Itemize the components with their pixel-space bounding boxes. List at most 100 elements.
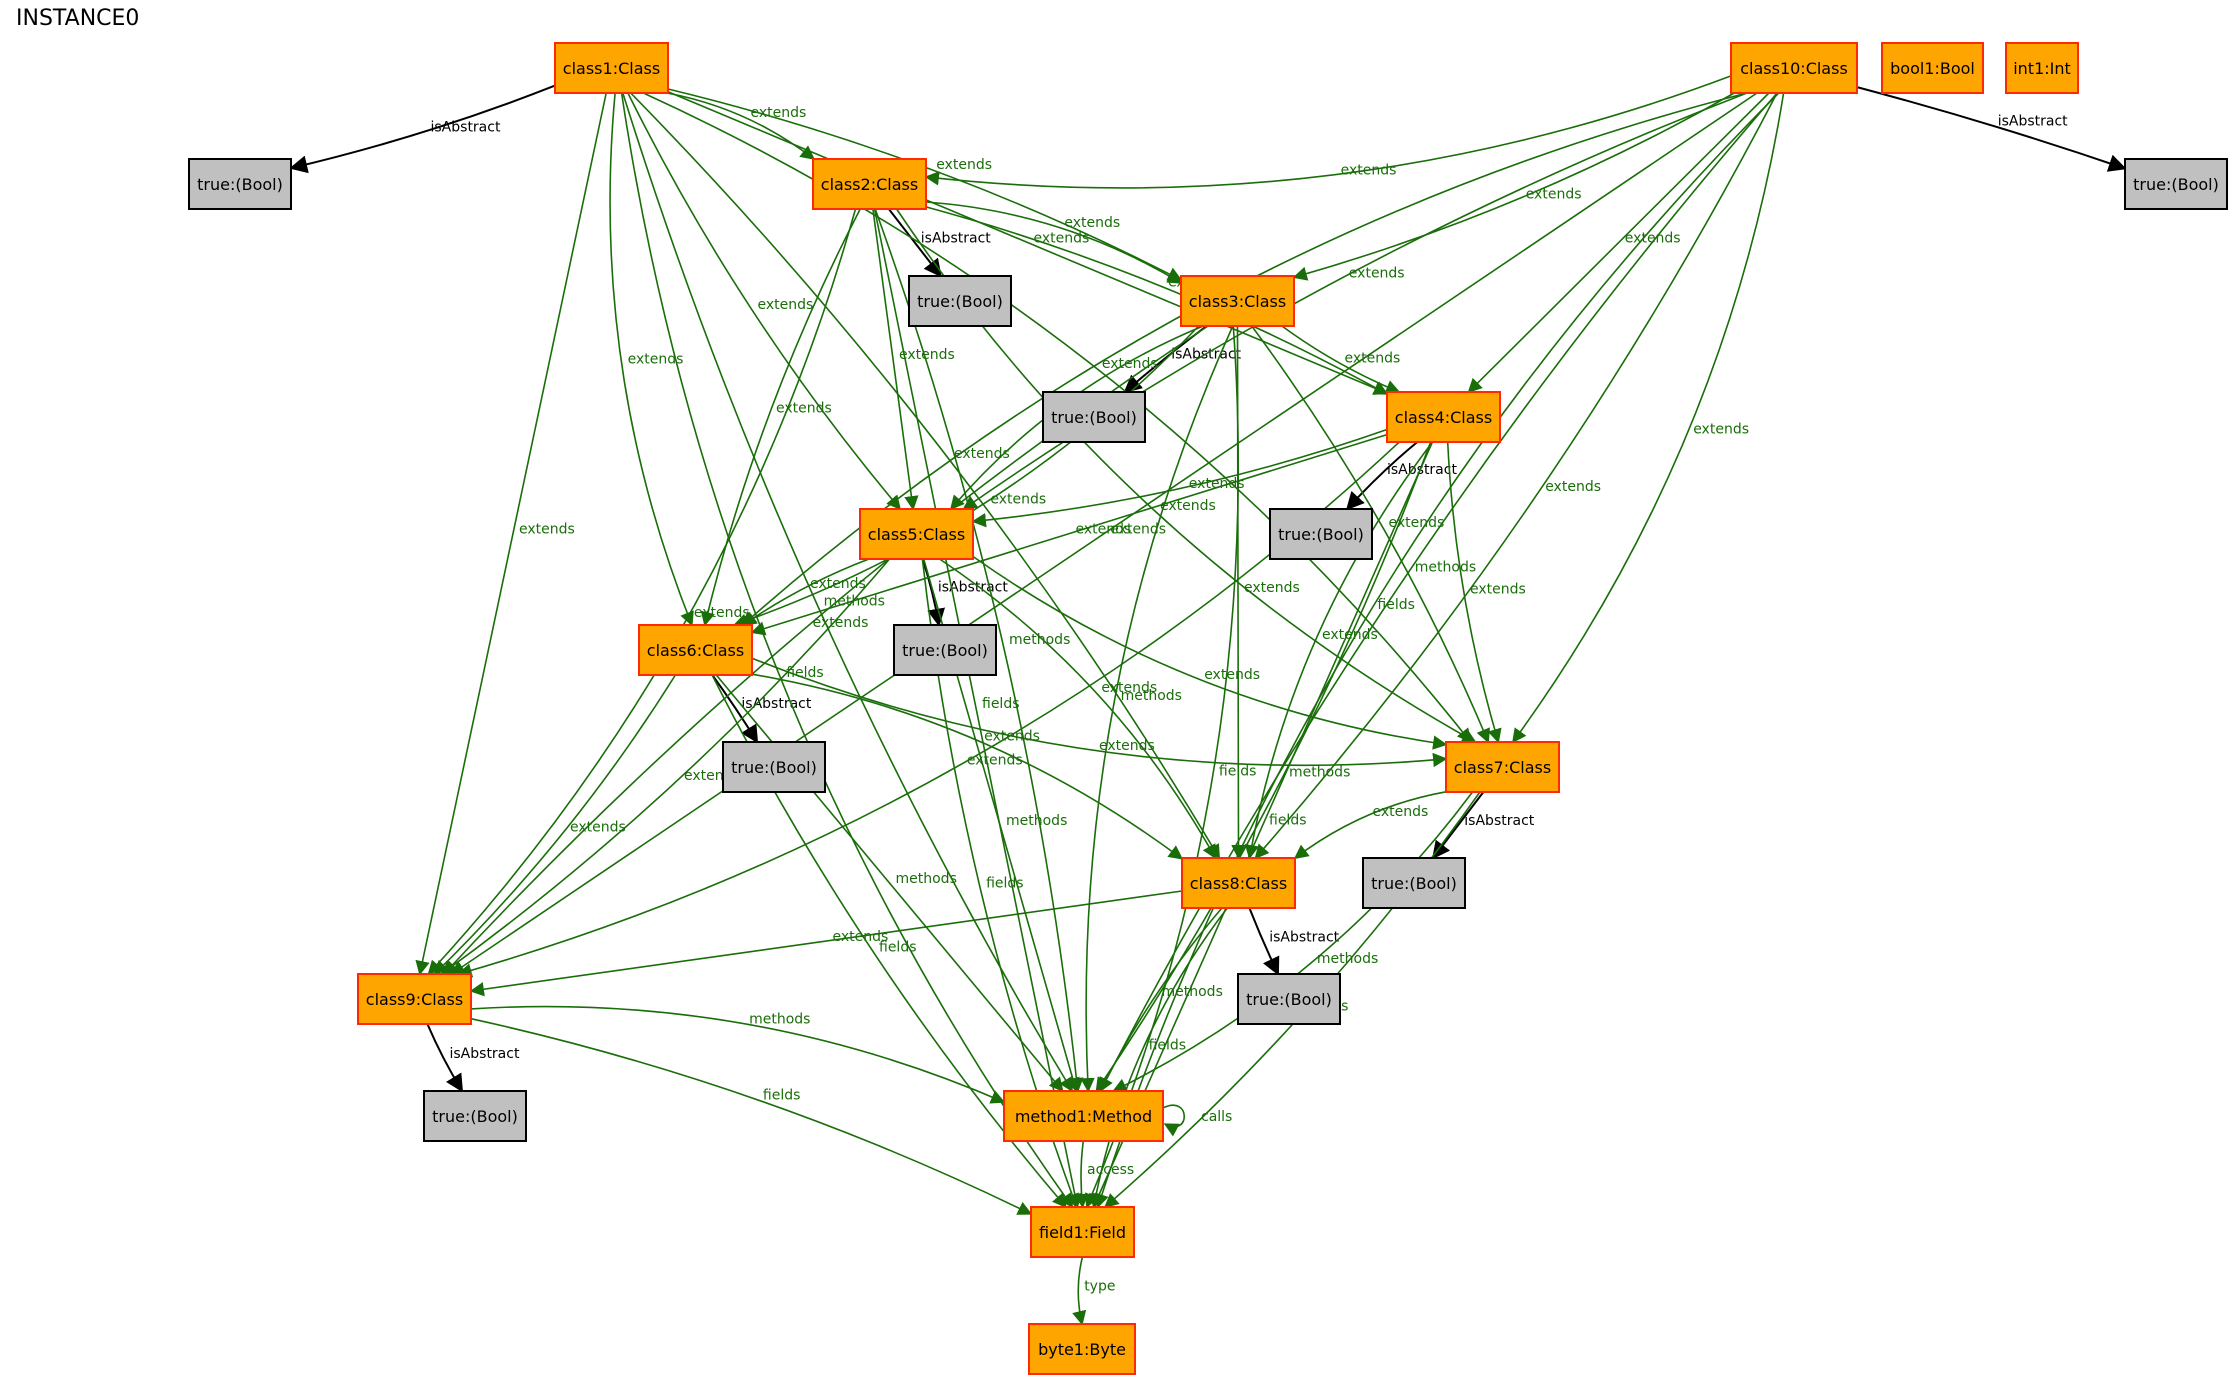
node-label: class2:Class bbox=[821, 175, 918, 194]
edge-label: extends bbox=[1101, 680, 1157, 696]
edge-line bbox=[1432, 791, 1485, 860]
node-label: class8:Class bbox=[1190, 874, 1287, 893]
edge-class1-class6: extends bbox=[609, 92, 694, 627]
edge-method1-field1: access bbox=[1074, 1140, 1134, 1209]
node-box bbox=[859, 508, 974, 560]
node-int1[interactable]: int1:Int bbox=[2005, 42, 2079, 94]
node-class3[interactable]: class3:Class bbox=[1180, 275, 1295, 327]
edge-label: methods bbox=[749, 1012, 810, 1028]
edge-label: extends bbox=[1545, 479, 1601, 495]
edge-line bbox=[874, 208, 1084, 1093]
edge-label: extends bbox=[990, 491, 1046, 507]
node-field1[interactable]: field1:Field bbox=[1030, 1206, 1135, 1258]
edge-label: methods bbox=[1009, 632, 1070, 648]
node-box bbox=[2005, 42, 2079, 94]
node-label: true:(Bool) bbox=[1278, 525, 1364, 544]
node-t5[interactable]: true:(Bool) bbox=[893, 624, 997, 676]
edge-line bbox=[1162, 1104, 1185, 1137]
edge-line bbox=[732, 325, 1200, 628]
node-t10[interactable]: true:(Bool) bbox=[2124, 158, 2228, 210]
edge-class4-class5: extends bbox=[971, 428, 1388, 528]
edge-line bbox=[921, 558, 946, 627]
edge-class10-class2: extends bbox=[924, 75, 1732, 189]
edge-line bbox=[620, 92, 1074, 1209]
node-t9[interactable]: true:(Bool) bbox=[423, 1090, 527, 1142]
edge-label: methods bbox=[1006, 813, 1067, 829]
edge-line bbox=[450, 92, 1758, 975]
edge-label: extends bbox=[1189, 476, 1245, 492]
node-bool1[interactable]: bool1:Bool bbox=[1881, 42, 1984, 94]
edge-class5-class7: extends bbox=[972, 555, 1448, 750]
edge-line bbox=[1099, 92, 1778, 1093]
edge-line bbox=[1085, 325, 1240, 1209]
edge-class10-class3: extends bbox=[1292, 92, 1735, 281]
edge-class3-method1: methods bbox=[1080, 325, 1234, 1093]
edge-line bbox=[1072, 1256, 1087, 1326]
edge-line bbox=[751, 657, 1448, 768]
edge-line bbox=[1345, 441, 1418, 511]
edge-label: methods bbox=[896, 871, 957, 887]
node-class5[interactable]: class5:Class bbox=[859, 508, 974, 560]
node-box bbox=[1181, 857, 1296, 909]
edge-line bbox=[643, 92, 1472, 744]
node-class9[interactable]: class9:Class bbox=[357, 973, 472, 1025]
edge-class8-t8: isAbstract bbox=[1248, 907, 1340, 976]
node-label: method1:Method bbox=[1015, 1107, 1152, 1126]
edge-label: extends bbox=[1064, 215, 1120, 231]
node-t7[interactable]: true:(Bool) bbox=[1362, 857, 1466, 909]
edge-label: extends bbox=[833, 929, 889, 945]
edge-class1-field1: fields bbox=[620, 92, 1074, 1209]
node-class1[interactable]: class1:Class bbox=[554, 42, 669, 94]
node-box bbox=[357, 973, 472, 1025]
node-class7[interactable]: class7:Class bbox=[1445, 741, 1560, 793]
node-t6[interactable]: true:(Bool) bbox=[722, 741, 826, 793]
node-label: true:(Bool) bbox=[902, 641, 988, 660]
node-class10[interactable]: class10:Class bbox=[1730, 42, 1858, 94]
edge-class3-class4: extends bbox=[1281, 325, 1401, 394]
node-box bbox=[554, 42, 669, 94]
node-t3[interactable]: true:(Bool) bbox=[1042, 391, 1146, 443]
edge-class10-class4: extends bbox=[1467, 92, 1770, 394]
node-class8[interactable]: class8:Class bbox=[1181, 857, 1296, 909]
node-class2[interactable]: class2:Class bbox=[812, 158, 927, 210]
edge-label: methods bbox=[1317, 951, 1378, 967]
edge-class6-class8: extends bbox=[751, 673, 1184, 860]
edge-label: extends bbox=[954, 446, 1010, 462]
node-method1[interactable]: method1:Method bbox=[1003, 1090, 1164, 1142]
edge-class2-field1: fields bbox=[873, 208, 1082, 1209]
node-t2[interactable]: true:(Bool) bbox=[908, 275, 1012, 327]
edge-line bbox=[715, 674, 1064, 1093]
edge-line bbox=[1074, 1140, 1089, 1209]
edge-class2-t2: isAbstract bbox=[888, 208, 991, 278]
node-class4[interactable]: class4:Class bbox=[1386, 391, 1501, 443]
node-label: true:(Bool) bbox=[917, 292, 1003, 311]
edge-class2-class9: extends bbox=[427, 208, 857, 976]
edges-layer: isAbstract isAbstract isAbstract isAbstract… bbox=[289, 75, 2127, 1326]
edge-label: extends bbox=[1076, 522, 1132, 538]
node-label: true:(Bool) bbox=[1051, 408, 1137, 427]
node-class6[interactable]: class6:Class bbox=[638, 624, 753, 676]
edge-line bbox=[711, 674, 759, 744]
edge-line bbox=[1251, 325, 1490, 744]
node-t8[interactable]: true:(Bool) bbox=[1237, 973, 1341, 1025]
edge-line bbox=[1089, 907, 1228, 1209]
edge-label: isAbstract bbox=[450, 1046, 520, 1062]
node-t1[interactable]: true:(Bool) bbox=[188, 158, 292, 210]
node-byte1[interactable]: byte1:Byte bbox=[1028, 1323, 1136, 1375]
edge-label: methods bbox=[1289, 765, 1350, 781]
edge-line bbox=[1467, 92, 1770, 394]
edge-label: calls bbox=[1201, 1109, 1232, 1125]
edge-line bbox=[427, 208, 857, 976]
edge-label: isAbstract bbox=[1998, 113, 2068, 129]
edge-class1-class4: extends bbox=[667, 90, 1389, 395]
edge-label: extends bbox=[1345, 351, 1401, 367]
edge-line bbox=[1281, 325, 1401, 394]
edge-label: fields bbox=[786, 665, 824, 681]
node-label: true:(Bool) bbox=[1246, 990, 1332, 1009]
edge-line bbox=[289, 84, 556, 174]
node-t4[interactable]: true:(Bool) bbox=[1269, 508, 1373, 560]
edge-label: extends bbox=[776, 400, 832, 416]
node-label: true:(Bool) bbox=[432, 1107, 518, 1126]
edge-class5-class6: extends bbox=[741, 558, 870, 626]
edge-class6-class9: extends bbox=[433, 674, 677, 976]
